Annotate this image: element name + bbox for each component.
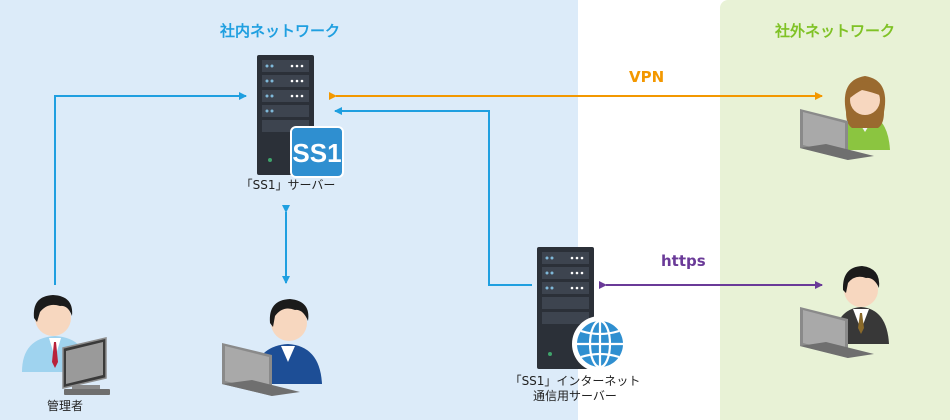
internet-server-to-ss1-server-arrow bbox=[334, 107, 532, 286]
ss1-logo: SS1 bbox=[290, 126, 344, 178]
employee-laptop bbox=[222, 343, 300, 396]
admin-label: 管理者 bbox=[46, 399, 83, 413]
globe-icon bbox=[572, 316, 628, 372]
ss1-server bbox=[257, 55, 314, 175]
internet-server-label-line2: 通信用サーバー bbox=[533, 389, 617, 403]
admin-to-ss1-server-arrow bbox=[54, 92, 247, 285]
internet-server-label-line1: 「SS1」インターネット bbox=[509, 374, 641, 388]
vpn-user-laptop bbox=[800, 109, 874, 160]
svg-text:SS1: SS1 bbox=[292, 138, 341, 168]
connectors bbox=[54, 92, 823, 289]
https-user-laptop bbox=[800, 307, 874, 358]
vpn-label: VPN bbox=[629, 68, 665, 86]
admin-computer bbox=[62, 337, 110, 395]
internet-server-label: 「SS1」インターネット 通信用サーバー bbox=[500, 374, 650, 404]
vpn-user-person bbox=[840, 76, 890, 150]
https-label: https bbox=[661, 252, 706, 270]
internal-network-title: 社内ネットワーク bbox=[220, 22, 341, 40]
ss1-server-label: 「SS1」サーバー bbox=[240, 178, 336, 192]
external-network-title: 社外ネットワーク bbox=[775, 22, 896, 40]
